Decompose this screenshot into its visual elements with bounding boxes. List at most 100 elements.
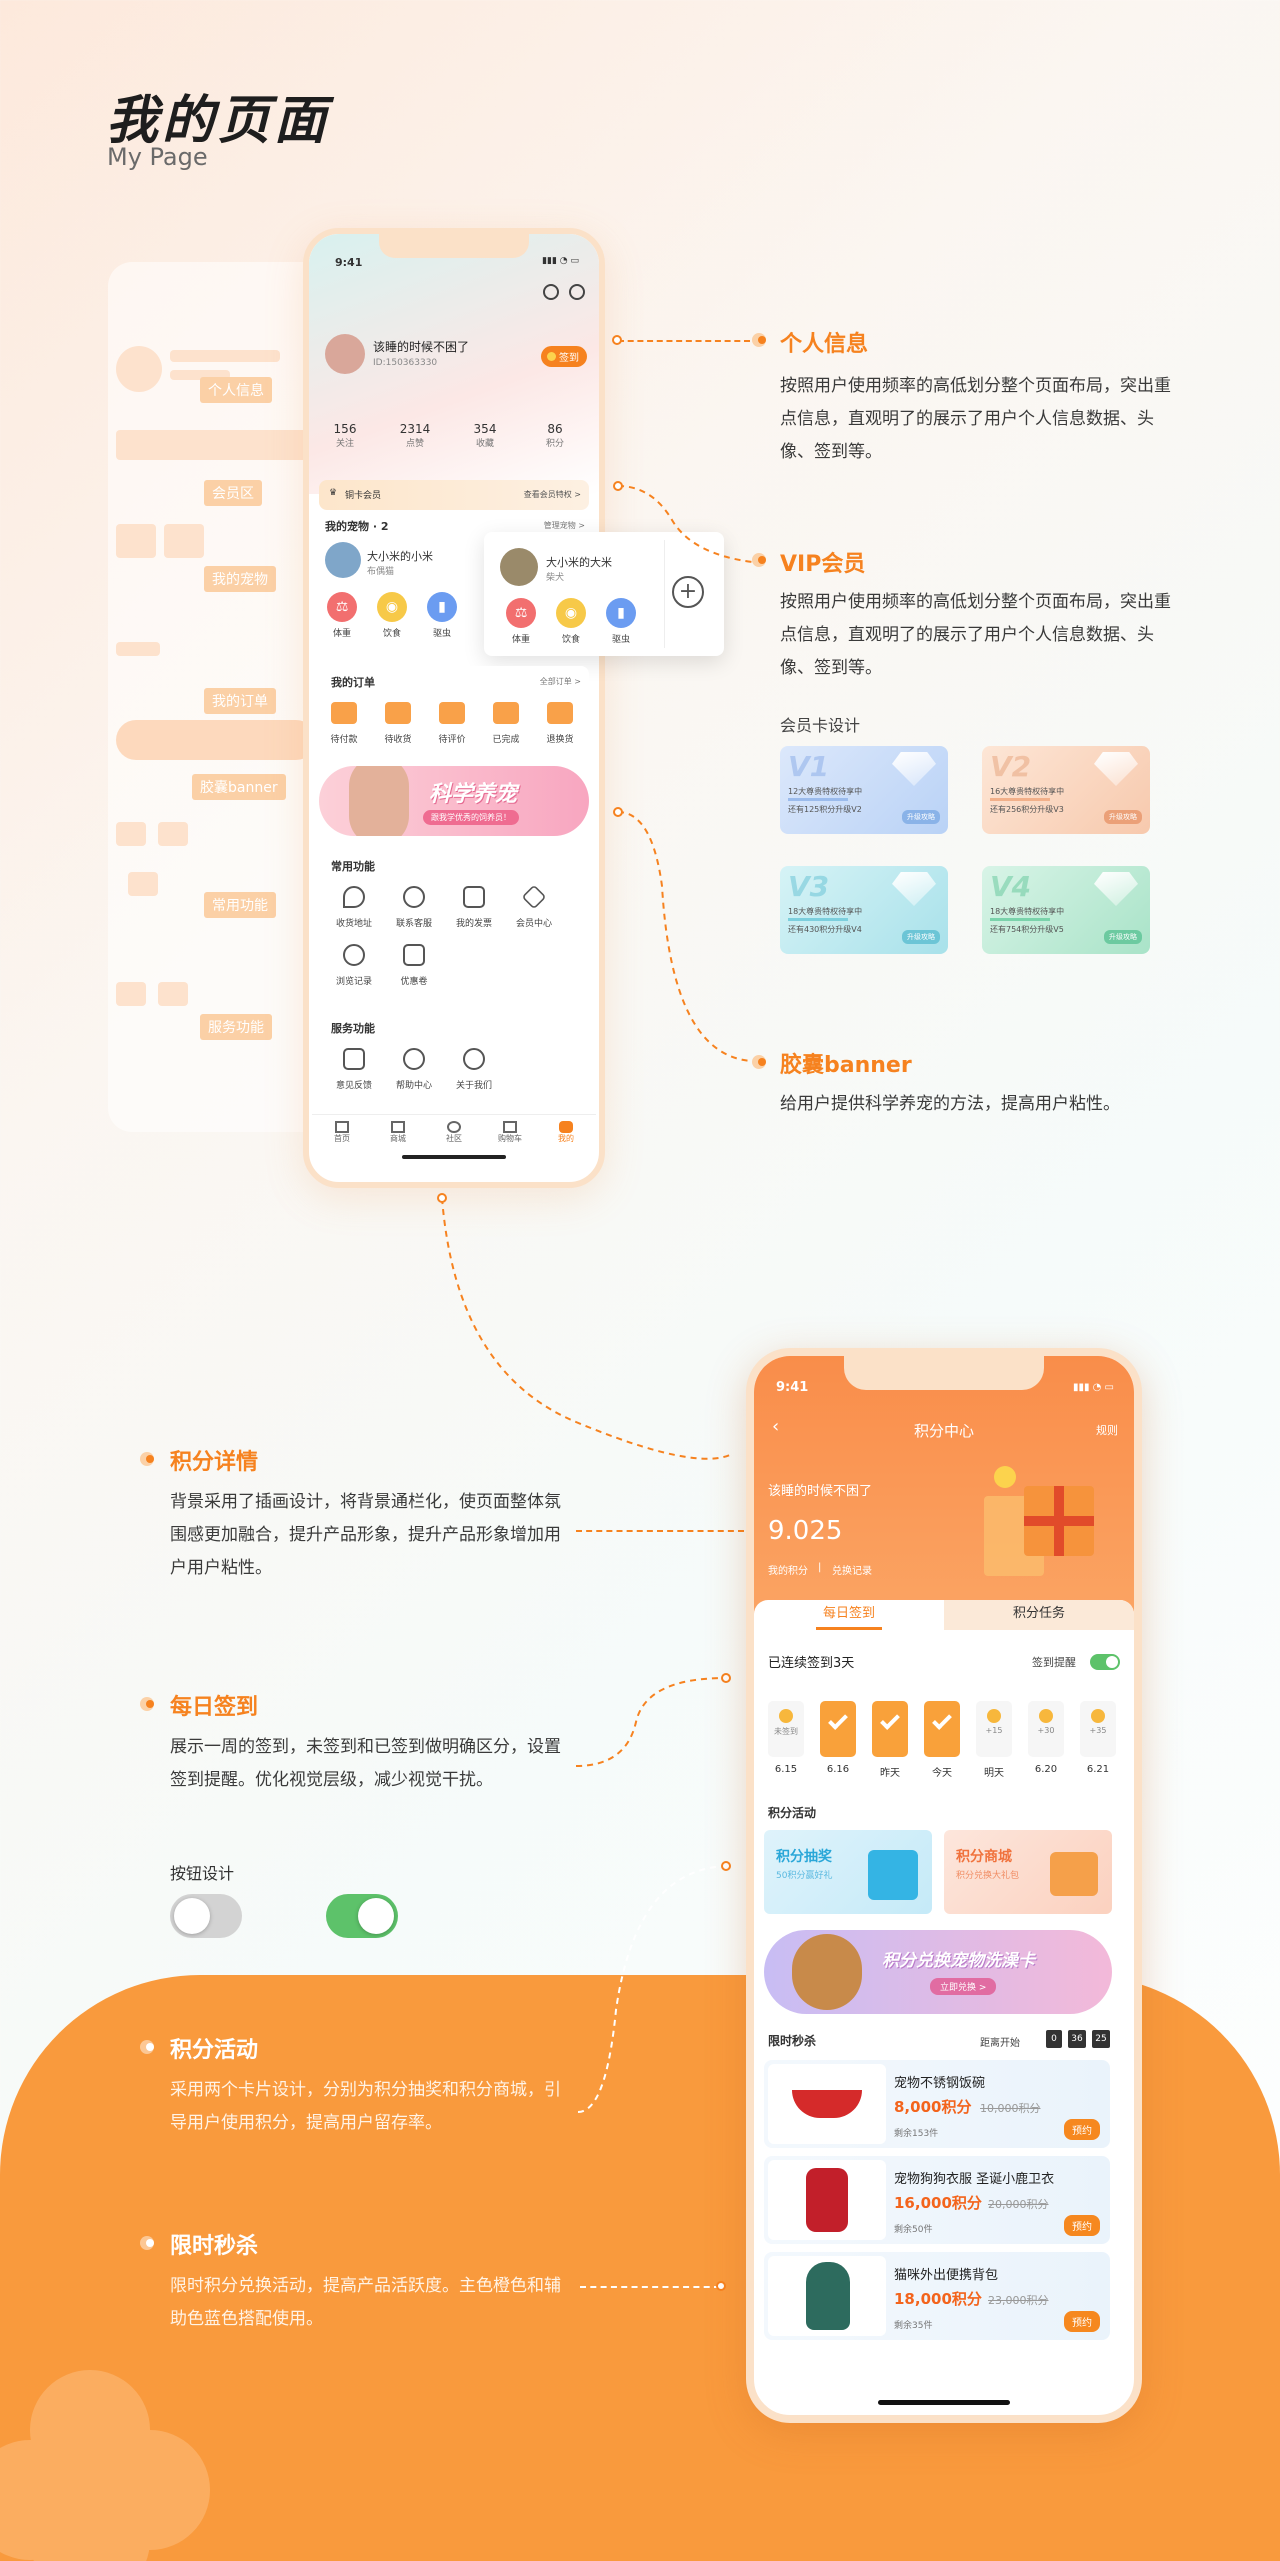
pet-breed: 布偶猫: [367, 567, 395, 577]
tab-community[interactable]: 社区: [440, 1121, 468, 1144]
exchange-record-link[interactable]: 兑换记录: [832, 1566, 872, 1577]
about-icon[interactable]: [463, 1048, 485, 1070]
history-icon[interactable]: [343, 944, 365, 966]
deworm-icon[interactable]: ▮: [606, 598, 636, 628]
vip-card-label: 会员卡设计: [780, 716, 861, 735]
pet-card-2[interactable]: 大小米的大米 柴犬 ⚖ ◉ ▮ 体重 饮食 驱虫 +: [484, 532, 724, 656]
order-label: 已完成: [492, 735, 520, 745]
vip-link[interactable]: 查看会员特权 >: [523, 490, 581, 499]
return-icon[interactable]: [547, 702, 573, 724]
mall-card[interactable]: 积分商城 积分兑换大礼包: [944, 1830, 1112, 1914]
rules-link[interactable]: 规则: [1096, 1424, 1118, 1437]
pet-name: 大小米的小米: [367, 550, 433, 563]
day-cell[interactable]: 未签到: [768, 1701, 804, 1757]
reserve-button[interactable]: 预约: [1064, 2215, 1100, 2236]
tab-home[interactable]: 首页: [328, 1121, 356, 1144]
connector-line: [580, 2286, 720, 2288]
countdown-seconds: 25: [1092, 2030, 1110, 2048]
gift-illustration: [984, 1456, 1104, 1586]
food-icon[interactable]: ◉: [377, 592, 407, 622]
activity-title: 积分活动: [170, 2038, 259, 2063]
points-value: 9.025: [768, 1516, 843, 1546]
weight-icon[interactable]: ⚖: [506, 598, 536, 628]
tab-mine[interactable]: 我的: [552, 1121, 580, 1144]
message-icon[interactable]: [543, 284, 559, 300]
wallet-icon[interactable]: [331, 702, 357, 724]
remind-toggle[interactable]: [1090, 1654, 1120, 1670]
connector-line: [618, 340, 750, 342]
points-detail-title: 积分详情: [170, 1450, 259, 1475]
connector-line: [613, 481, 753, 563]
settings-icon[interactable]: [569, 284, 585, 300]
daily-title: 每日签到: [170, 1695, 259, 1720]
weight-icon[interactable]: ⚖: [327, 592, 357, 622]
toggle-on[interactable]: [326, 1894, 398, 1938]
reserve-button[interactable]: 预约: [1064, 2119, 1100, 2140]
pets-manage-link[interactable]: 管理宠物 >: [543, 521, 585, 530]
pet-action-label: 体重: [511, 635, 530, 645]
user-name: 该睡的时候不困了: [768, 1484, 873, 1499]
flash-item[interactable]: 宠物狗狗衣服 圣诞小鹿卫衣 16,000积分 20,000积分 剩余50件 预约: [764, 2156, 1110, 2244]
tab-cart[interactable]: 购物车: [496, 1121, 524, 1144]
bullet-dot: [752, 1055, 774, 1069]
bowl-image: [768, 2064, 886, 2144]
exchange-banner[interactable]: 积分兑换宠物洗澡卡 立即兑换 >: [764, 1930, 1112, 2014]
help-icon[interactable]: [403, 1048, 425, 1070]
pet-card[interactable]: 大小米的小米 布偶猫 ⚖ ◉ ▮ 体重 饮食 驱虫: [319, 536, 473, 652]
vip-diamond-icon[interactable]: [521, 884, 547, 910]
tab-points-tasks[interactable]: 积分任务: [944, 1600, 1134, 1630]
done-icon[interactable]: [493, 702, 519, 724]
lottery-card[interactable]: 积分抽奖 50积分赢好礼: [764, 1830, 932, 1914]
day-cell[interactable]: [820, 1701, 856, 1757]
deworm-icon[interactable]: ▮: [427, 592, 457, 622]
flash-item[interactable]: 宠物不锈钢饭碗 8,000积分 10,000积分 剩余153件 预约: [764, 2060, 1110, 2148]
add-pet-icon[interactable]: +: [672, 576, 704, 608]
day-cell[interactable]: +15: [976, 1701, 1012, 1757]
bullet-dot: [140, 1697, 162, 1711]
my-points-link[interactable]: 我的积分: [768, 1566, 808, 1577]
coupon-icon[interactable]: [403, 944, 425, 966]
box-icon[interactable]: [385, 702, 411, 724]
back-icon[interactable]: ‹: [772, 1416, 780, 1437]
toggle-off[interactable]: [170, 1894, 242, 1938]
reserve-button[interactable]: 预约: [1064, 2311, 1100, 2332]
exchange-now-button[interactable]: 立即兑换 >: [930, 1978, 997, 1995]
headset-icon[interactable]: [403, 886, 425, 908]
food-icon[interactable]: ◉: [556, 598, 586, 628]
invoice-icon[interactable]: [463, 886, 485, 908]
vip-bar[interactable]: ♛ 铜卡会员 查看会员特权 >: [319, 480, 589, 510]
connector-dot: [612, 335, 622, 345]
orders-all-link[interactable]: 全部订单 >: [539, 677, 581, 686]
page-title: 我的页面: [106, 91, 331, 151]
personal-info-desc: 按照用户使用频率的高低划分整个页面布局，突出重点信息，直观明了的展示了用户个人信…: [780, 376, 1171, 462]
vip-desc: 按照用户使用频率的高低划分整个页面布局，突出重点信息，直观明了的展示了用户个人信…: [780, 592, 1171, 678]
flash-item[interactable]: 猫咪外出便携背包 18,000积分 23,000积分 剩余35件 预约: [764, 2252, 1110, 2340]
crown-icon: ♛: [329, 488, 338, 498]
location-icon[interactable]: [343, 886, 365, 908]
bullet-dot: [140, 1452, 162, 1466]
feedback-icon[interactable]: [343, 1048, 365, 1070]
comment-icon[interactable]: [439, 702, 465, 724]
pet-avatar: [325, 542, 361, 578]
order-label: 待付款: [330, 735, 358, 745]
capsule-banner[interactable]: 科学养宠 跟我学优秀的饲养员！: [319, 766, 589, 836]
tab-mall[interactable]: 商城: [384, 1121, 412, 1144]
avatar[interactable]: [325, 334, 365, 374]
common-title: 常用功能: [331, 860, 375, 873]
day-cell[interactable]: +30: [1028, 1701, 1064, 1757]
activity-desc: 采用两个卡片设计，分别为积分抽奖和积分商城，引导用户使用积分，提高用户留存率。: [170, 2080, 561, 2133]
day-cell[interactable]: [872, 1701, 908, 1757]
day-cell[interactable]: +35: [1080, 1701, 1116, 1757]
tab-daily-checkin[interactable]: 每日签到: [822, 1606, 875, 1621]
day-cell[interactable]: [924, 1701, 960, 1757]
checkin-button[interactable]: 签到: [541, 346, 587, 367]
